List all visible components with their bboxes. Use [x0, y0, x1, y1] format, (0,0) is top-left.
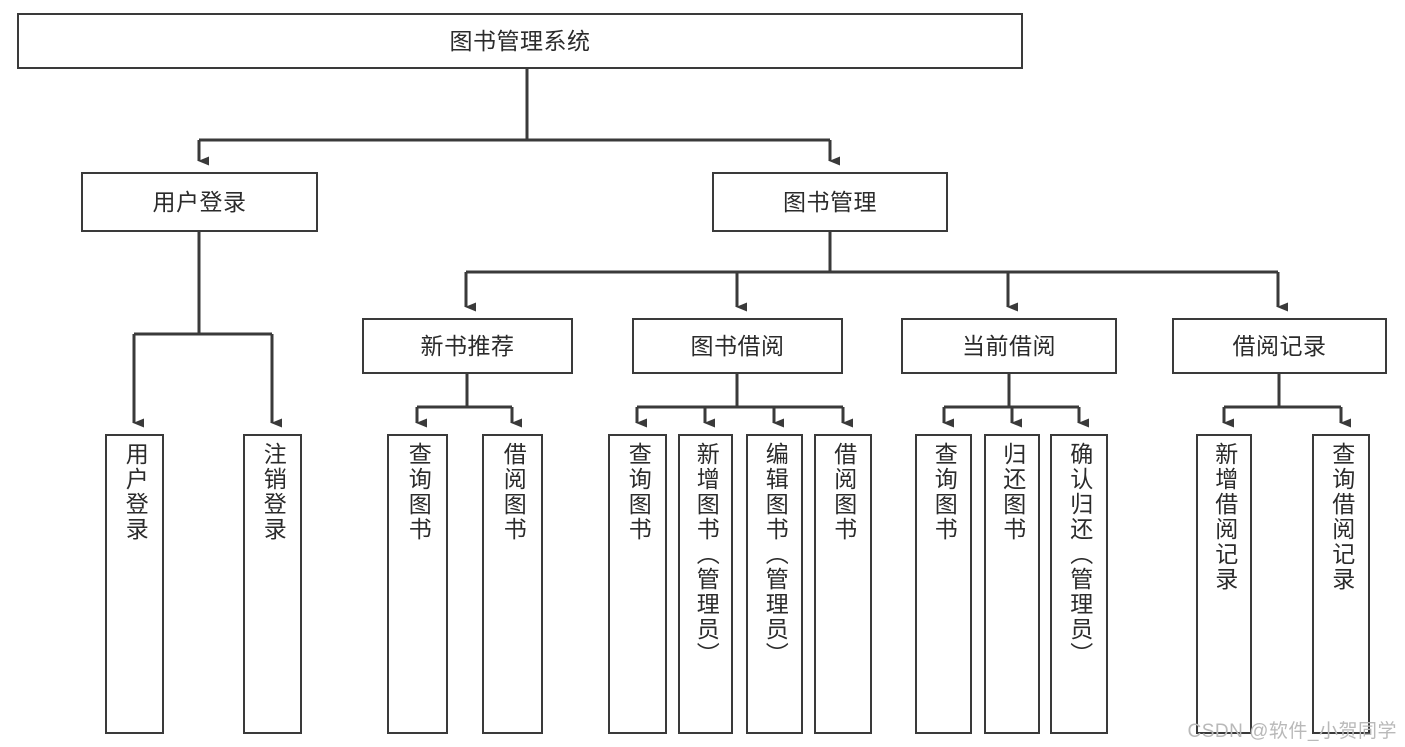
node-leaf-query-record[interactable]: 查询借阅记录 [1312, 434, 1370, 734]
connector-new-book-rec-to-leaves [415, 374, 522, 428]
connector-root-to-level2 [197, 69, 840, 166]
node-leaf-query-book-2-label: 查询图书 [625, 442, 652, 542]
node-leaf-query-book-1-label: 查询图书 [405, 442, 432, 542]
node-leaf-logout[interactable]: 注销登录 [243, 434, 302, 734]
connector-current-borrow-to-leaves [942, 374, 1089, 428]
node-leaf-borrow-book-1-label: 借阅图书 [500, 442, 527, 542]
node-leaf-query-book-3[interactable]: 查询图书 [915, 434, 972, 734]
node-leaf-borrow-book-1[interactable]: 借阅图书 [482, 434, 543, 734]
node-root-label: 图书管理系统 [449, 27, 591, 54]
node-leaf-user-login-label: 用户登录 [122, 442, 149, 542]
node-user-login[interactable]: 用户登录 [81, 172, 318, 232]
node-borrow-record[interactable]: 借阅记录 [1172, 318, 1387, 374]
node-leaf-user-login[interactable]: 用户登录 [105, 434, 164, 734]
node-leaf-borrow-book-2[interactable]: 借阅图书 [814, 434, 872, 734]
node-leaf-confirm-return[interactable]: 确认归还（管理员） [1050, 434, 1108, 734]
node-leaf-add-book[interactable]: 新增图书（管理员） [678, 434, 733, 734]
node-root[interactable]: 图书管理系统 [17, 13, 1023, 69]
node-leaf-return-book[interactable]: 归还图书 [984, 434, 1040, 734]
connector-book-borrow-to-leaves [635, 374, 853, 428]
node-new-book-rec[interactable]: 新书推荐 [362, 318, 573, 374]
node-book-borrow-label: 图书借阅 [690, 332, 785, 359]
connector-borrow-record-to-leaves [1222, 374, 1351, 428]
node-leaf-add-book-label: 新增图书（管理员） [693, 442, 720, 667]
node-new-book-rec-label: 新书推荐 [420, 332, 515, 359]
node-book-manage[interactable]: 图书管理 [712, 172, 948, 232]
node-leaf-return-book-label: 归还图书 [999, 442, 1026, 542]
node-leaf-edit-book-label: 编辑图书（管理员） [762, 442, 789, 667]
node-leaf-query-record-label: 查询借阅记录 [1328, 442, 1355, 592]
connector-user-login-to-leaves [132, 232, 282, 428]
connector-book-manage-to-level3 [464, 232, 1288, 312]
node-leaf-query-book-3-label: 查询图书 [931, 442, 958, 542]
node-current-borrow-label: 当前借阅 [962, 332, 1056, 359]
node-book-borrow[interactable]: 图书借阅 [632, 318, 843, 374]
node-leaf-logout-label: 注销登录 [260, 442, 287, 542]
node-leaf-add-record-label: 新增借阅记录 [1211, 442, 1238, 592]
node-leaf-add-record[interactable]: 新增借阅记录 [1196, 434, 1252, 734]
node-user-login-label: 用户登录 [152, 188, 247, 215]
node-leaf-query-book-2[interactable]: 查询图书 [608, 434, 667, 734]
node-leaf-query-book-1[interactable]: 查询图书 [387, 434, 448, 734]
node-borrow-record-label: 借阅记录 [1232, 332, 1327, 359]
node-leaf-confirm-return-label: 确认归还（管理员） [1066, 442, 1093, 667]
node-leaf-edit-book[interactable]: 编辑图书（管理员） [746, 434, 803, 734]
node-leaf-borrow-book-2-label: 借阅图书 [830, 442, 857, 542]
node-current-borrow[interactable]: 当前借阅 [901, 318, 1117, 374]
node-book-manage-label: 图书管理 [783, 188, 877, 215]
